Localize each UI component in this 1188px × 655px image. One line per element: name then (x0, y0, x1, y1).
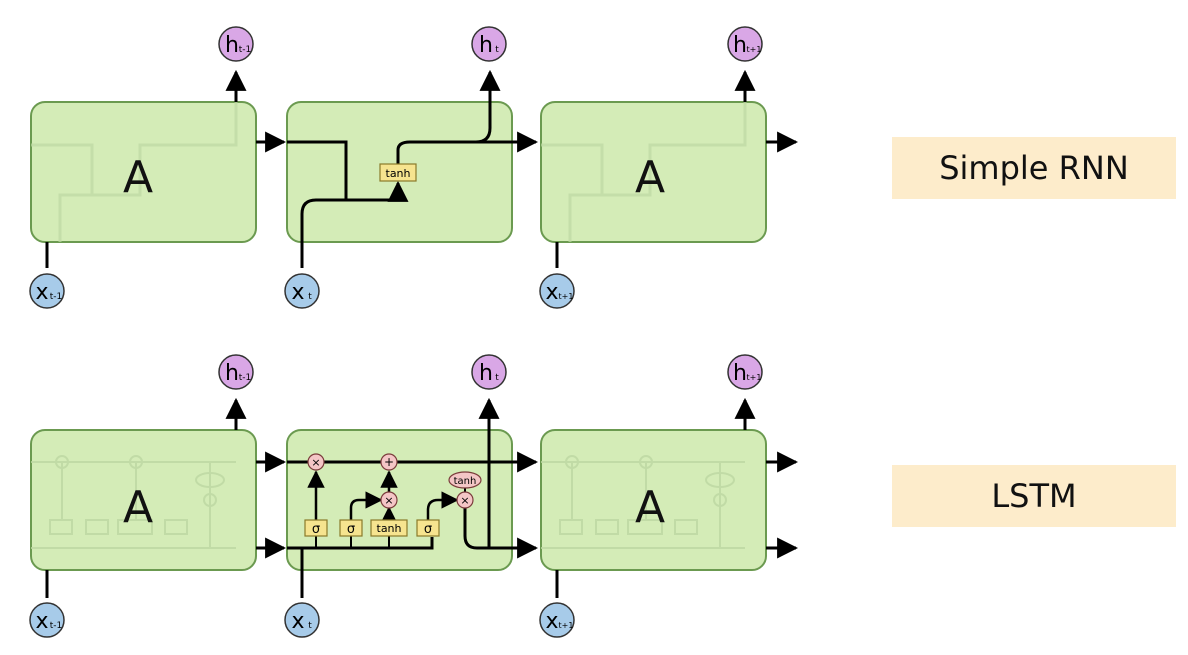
input-node-current: x t (284, 273, 320, 309)
input-node-next: x t+1 (539, 273, 575, 309)
candidate-tanh-layer: tanh (370, 519, 408, 537)
lstm-cell-next: A (540, 429, 767, 571)
svg-text:h: h (733, 33, 747, 58)
svg-text:t+1: t+1 (747, 373, 762, 382)
rnn-cell-prev: A (30, 101, 257, 243)
input-gate-layer: σ (339, 519, 363, 537)
input-node-next: x t+1 (539, 602, 575, 638)
simple-rnn-label: Simple RNN (892, 137, 1176, 199)
output-node-prev: h t-1 (218, 26, 254, 62)
svg-text:σ: σ (347, 522, 355, 537)
svg-text:t: t (495, 373, 499, 383)
svg-text:t: t (495, 45, 499, 55)
input-node-current: x t (284, 602, 320, 638)
forget-gate-layer: σ (304, 519, 328, 537)
add-op: + (380, 453, 398, 471)
input-multiply-op: × (380, 491, 398, 509)
simple-rnn-row: A tanh A h t-1 (29, 26, 799, 309)
output-node-prev: h t-1 (218, 354, 254, 390)
svg-text:h: h (733, 361, 747, 386)
svg-text:tanh: tanh (377, 522, 402, 535)
output-node-current: h t (471, 26, 507, 62)
svg-text:σ: σ (312, 522, 320, 537)
lstm-cell-prev: A (30, 429, 257, 571)
svg-text:t-1: t-1 (50, 621, 63, 631)
input-node-prev: x t-1 (29, 602, 65, 638)
svg-text:h: h (479, 33, 493, 58)
forget-multiply-op: × (307, 453, 325, 471)
svg-text:×: × (311, 456, 320, 469)
tanh-pointwise-op: tanh (448, 471, 482, 489)
output-node-next: h t+1 (727, 354, 763, 390)
lstm-label: LSTM (892, 465, 1176, 527)
svg-text:tanh: tanh (454, 476, 477, 487)
lstm-cell-current: × + × × tanh σ (286, 397, 539, 598)
svg-text:t+1: t+1 (747, 45, 762, 54)
cell-label: A (635, 482, 665, 533)
tanh-layer-box (379, 163, 417, 182)
svg-text:t-1: t-1 (239, 373, 252, 383)
rnn-cell-next: A (540, 101, 767, 243)
svg-text:t+1: t+1 (559, 621, 574, 630)
rnn-cell-current: tanh (286, 69, 539, 268)
svg-text:t+1: t+1 (559, 292, 574, 301)
svg-text:+: + (384, 455, 394, 469)
svg-text:x: x (545, 280, 558, 305)
svg-text:x: x (35, 609, 48, 634)
svg-text:x: x (35, 280, 48, 305)
cell-label: A (635, 152, 665, 203)
svg-text:x: x (545, 609, 558, 634)
cell-label: A (123, 482, 153, 533)
svg-text:x: x (291, 280, 304, 305)
svg-text:h: h (479, 361, 493, 386)
svg-text:x: x (291, 609, 304, 634)
svg-text:h: h (225, 33, 239, 58)
output-node-next: h t+1 (727, 26, 763, 62)
svg-text:h: h (225, 361, 239, 386)
lstm-row: A (29, 354, 799, 638)
output-multiply-op: × (456, 491, 474, 509)
svg-text:t: t (308, 621, 312, 631)
output-gate-layer: σ (416, 519, 440, 537)
input-node-prev: x t-1 (29, 273, 65, 309)
svg-text:t: t (308, 292, 312, 302)
svg-text:t-1: t-1 (50, 292, 63, 302)
svg-text:t-1: t-1 (239, 45, 252, 55)
tanh-label: tanh (386, 167, 411, 180)
svg-text:×: × (384, 494, 393, 507)
cell-label: A (123, 152, 153, 203)
output-node-current: h t (471, 354, 507, 390)
svg-text:×: × (460, 494, 469, 507)
svg-text:σ: σ (424, 522, 432, 537)
